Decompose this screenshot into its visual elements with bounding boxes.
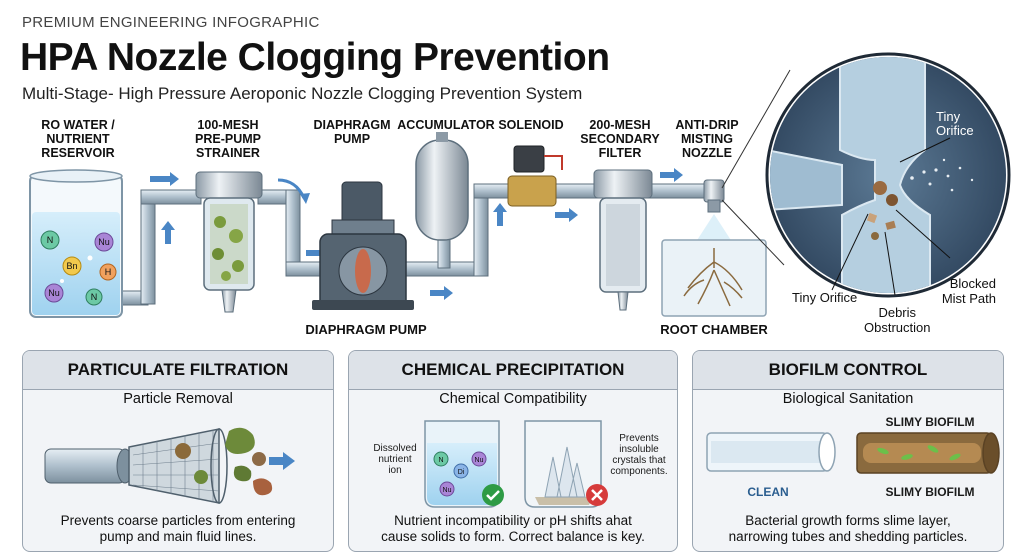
ion-label: N xyxy=(91,292,98,302)
ion-label: Nu xyxy=(48,288,60,298)
particulate-title: PARTICULATE FILTRATION xyxy=(23,351,333,390)
reservoir-label-line: RESERVOIR xyxy=(41,146,115,160)
nozzle-label-line: MISTING xyxy=(680,132,734,146)
tiny-orifice-top-line: Orifice xyxy=(936,123,974,138)
chemical-description: Nutrient incompatibility or pH shifts ah… xyxy=(349,513,677,545)
blocked-label-line: Blocked xyxy=(949,276,996,291)
dissolved-ion-note: Dissolved nutrient ion xyxy=(367,443,423,476)
solenoid-label: SOLENOID xyxy=(498,118,564,132)
particulate-subtitle: Particle Removal xyxy=(123,391,233,407)
particulate-desc-line: Prevents coarse particles from entering xyxy=(60,513,296,528)
debris-label-line: Obstruction xyxy=(864,320,931,335)
nozzle-label: ANTI-DRIP MISTING NOZZLE xyxy=(664,118,750,160)
biofilm-desc-line: Bacterial growth forms slime layer, xyxy=(745,513,951,528)
strainer-label-line: 100-MESH xyxy=(197,118,259,132)
reservoir-ions xyxy=(40,230,117,306)
particle-removal-illustration xyxy=(44,427,295,504)
reservoir-label-line: RO WATER / xyxy=(41,118,115,132)
particulate-desc-line: pump and main fluid lines. xyxy=(99,529,257,544)
slimy-biofilm-bottom-label: SLIMY BIOFILM xyxy=(885,485,975,499)
nozzle-zoom-callout xyxy=(721,52,1011,298)
slimy-biofilm-top-label: SLIMY BIOFILM xyxy=(885,415,975,429)
biofilm-subtitle: Biological Sanitation xyxy=(782,391,914,407)
chem-ion-label: N xyxy=(438,457,443,464)
biofilm-illustration xyxy=(706,432,1000,474)
ion-label: Bn xyxy=(66,261,77,271)
page-subtitle: Multi-Stage- High Pressure Aeroponic Noz… xyxy=(22,84,583,103)
reservoir-label-line: NUTRIENT xyxy=(46,132,110,146)
clean-label: CLEAN xyxy=(747,485,789,499)
diaphragm-pump xyxy=(312,181,414,310)
biofilm-desc-line: narrowing tubes and shedding particles. xyxy=(728,529,968,544)
ion-label: H xyxy=(105,267,112,277)
filter-label-line: FILTER xyxy=(598,146,642,160)
kicker-label: PREMIUM ENGINEERING INFOGRAPHIC xyxy=(22,14,320,31)
biofilm-panel: BIOFILM CONTROL Biological Sanitation SL… xyxy=(692,350,1004,552)
check-icon xyxy=(482,484,504,506)
filter-label: 200-MESH SECONDARY FILTER xyxy=(572,118,668,160)
chemical-desc-line: Nutrient incompatibility or pH shifts ah… xyxy=(394,513,632,528)
ion-label: Nu xyxy=(98,237,110,247)
filter-label-line: SECONDARY xyxy=(580,132,660,146)
chem-ion-label: Nu xyxy=(443,487,452,494)
debris-label-line: Debris xyxy=(878,305,917,320)
tiny-orifice-bottom-label: Tiny Orifice xyxy=(792,290,858,305)
pipe-network xyxy=(117,183,711,306)
pump-top-label-line: PUMP xyxy=(333,132,371,146)
nozzle-label-line: ANTI-DRIP xyxy=(675,118,739,132)
strainer-label-line: PRE-PUMP xyxy=(195,132,261,146)
particulate-panel: PARTICULATE FILTRATION Particle Removal … xyxy=(22,350,334,552)
tiny-orifice-top-label: Tiny Orifice xyxy=(936,110,974,138)
solenoid-valve xyxy=(507,145,563,207)
biofilm-title: BIOFILM CONTROL xyxy=(693,351,1003,390)
pump-bottom-label: DIAPHRAGM PUMP xyxy=(305,322,427,337)
chemical-desc-line: cause solids to form. Correct balance is… xyxy=(381,529,645,544)
prevents-note-line: crystals that xyxy=(612,455,666,466)
dissolved-note-line: nutrient xyxy=(378,454,412,465)
chemical-panel: N Nu Di Nu CHEMICAL PRECIPITATION Chemic… xyxy=(348,350,678,552)
debris-label: Debris Obstruction xyxy=(864,305,930,335)
tiny-orifice-top-line: Tiny xyxy=(936,109,961,124)
ion-label: N xyxy=(47,235,54,245)
root-chamber xyxy=(661,239,767,317)
pump-top-label-line: DIAPHRAGM xyxy=(313,118,391,132)
dissolved-note-line: Dissolved xyxy=(373,443,417,454)
strainer-label: 100-MESH PRE-PUMP STRAINER xyxy=(180,118,276,160)
chemical-title: CHEMICAL PRECIPITATION xyxy=(349,351,677,390)
prevents-crystals-note: Prevents insoluble crystals that compone… xyxy=(605,433,673,477)
pump-top-label: DIAPHRAGM PUMP xyxy=(304,118,400,146)
accumulator-label: ACCUMULATOR xyxy=(397,118,495,132)
reservoir-label: RO WATER / NUTRIENT RESERVOIR xyxy=(30,118,126,160)
chem-ion-label: Di xyxy=(458,469,465,476)
accumulator-tank xyxy=(415,132,469,241)
strainer-label-line: STRAINER xyxy=(196,146,260,160)
chemical-subtitle: Chemical Compatibility xyxy=(439,391,587,407)
pre-pump-strainer xyxy=(195,171,263,313)
filter-label-line: 200-MESH xyxy=(589,118,651,132)
blocked-label: Blocked Mist Path xyxy=(934,276,996,306)
biofilm-description: Bacterial growth forms slime layer, narr… xyxy=(693,513,1003,545)
particulate-description: Prevents coarse particles from entering … xyxy=(23,513,333,545)
dissolved-note-line: ion xyxy=(388,465,402,476)
prevents-note-line: Prevents xyxy=(619,433,659,444)
prevents-note-line: components. xyxy=(610,466,668,477)
root-chamber-label: ROOT CHAMBER xyxy=(660,322,768,337)
chem-ion-label: Nu xyxy=(475,457,484,464)
chemical-illustration: N Nu Di Nu xyxy=(424,420,608,508)
page-title: HPA Nozzle Clogging Prevention xyxy=(20,36,610,79)
flow-diagram: N Nu Bn H Nu N xyxy=(29,52,1011,318)
prevents-note-line: insoluble xyxy=(619,444,659,455)
blocked-label-line: Mist Path xyxy=(941,291,996,306)
nozzle-label-line: NOZZLE xyxy=(682,146,732,160)
secondary-filter xyxy=(593,169,653,311)
